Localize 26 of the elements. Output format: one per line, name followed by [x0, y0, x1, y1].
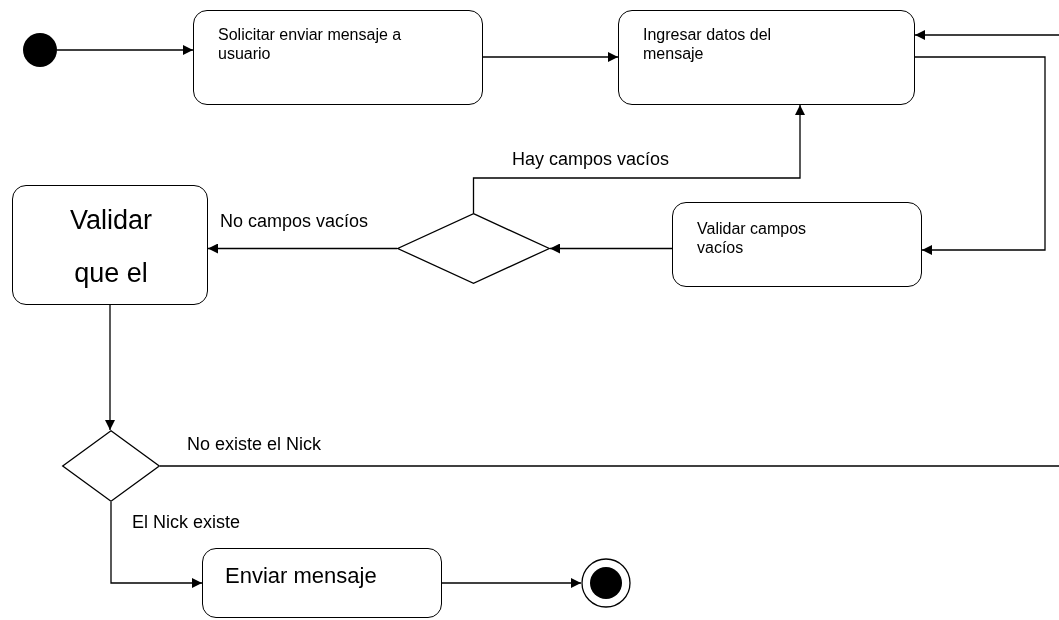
activity-box: [618, 10, 915, 105]
activity-text: Ingresar datos del mensaje: [643, 25, 773, 64]
arrow: [441, 578, 582, 588]
activity-box: [12, 185, 208, 305]
arrow: [482, 52, 619, 62]
activity-text: Enviar mensaje: [225, 563, 378, 590]
edge-label: No campos vacíos: [218, 211, 371, 232]
arrow: [110, 501, 203, 588]
initial-node: [23, 33, 57, 67]
final-node: [581, 558, 631, 608]
activity-box: [193, 10, 483, 105]
activity-text: Validar campos vacíos: [697, 219, 808, 258]
arrow: [914, 56, 1046, 255]
activity-box: [672, 202, 922, 287]
free-arrow: [914, 30, 1059, 40]
activity-text: Solicitar enviar mensaje a usuario: [218, 25, 403, 64]
decision-diamond: [397, 213, 550, 284]
arrow: [207, 243, 398, 254]
arrow: [472, 104, 805, 214]
arrow: [56, 45, 194, 55]
activity-box: [202, 548, 442, 618]
edge-label: Hay campos vacíos: [510, 149, 672, 170]
arrow: [105, 304, 115, 431]
activity-text: Validar que el: [68, 204, 153, 290]
arrow: [549, 243, 673, 254]
decision-diamond: [62, 430, 160, 502]
